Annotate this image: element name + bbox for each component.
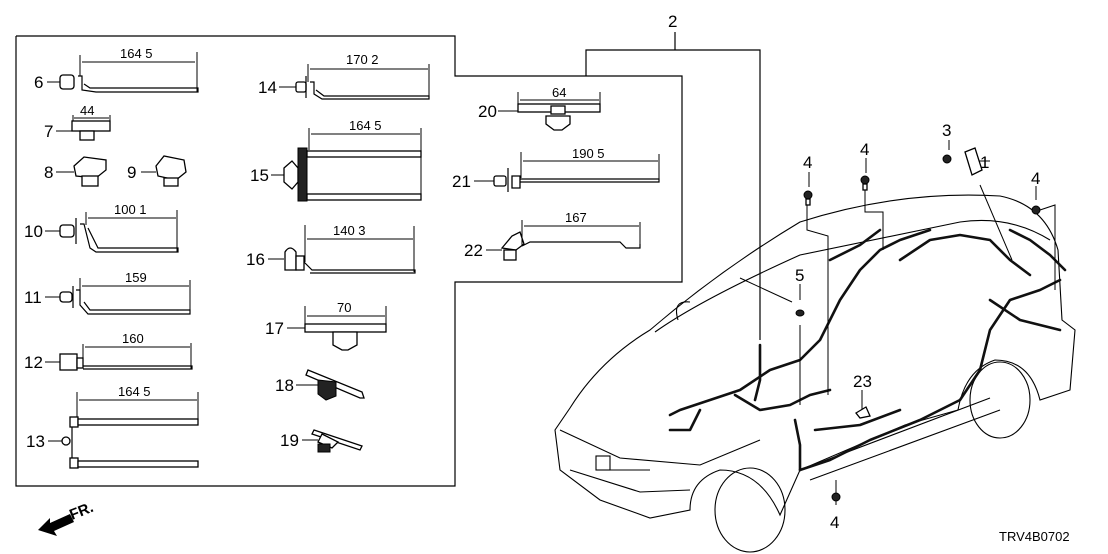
front-arrow-icon — [38, 514, 74, 536]
callout-16[interactable]: 16 — [246, 250, 265, 269]
dimension-44-part7: 44 — [80, 103, 94, 118]
parts-group-box — [15, 32, 761, 487]
wire-harness — [668, 228, 1067, 472]
callout-7[interactable]: 7 — [44, 122, 53, 141]
callout-14[interactable]: 14 — [258, 78, 277, 97]
callout-4-c[interactable]: 4 — [1031, 169, 1040, 188]
callout-4-a[interactable]: 4 — [803, 153, 812, 172]
callout-20[interactable]: 20 — [478, 102, 497, 121]
callout-4-b[interactable]: 4 — [860, 140, 869, 159]
part-22-clip[interactable]: 22 167 — [464, 210, 641, 261]
dimension-70-part17: 70 — [337, 300, 351, 315]
part-6-clip[interactable]: 6 164 5 — [34, 46, 199, 93]
callout-1[interactable]: 1 — [980, 153, 989, 172]
dimension-100-1-part10: 100 1 — [114, 202, 147, 217]
part-17-clip[interactable]: 17 70 — [265, 300, 387, 351]
callout-3[interactable]: 3 — [942, 121, 951, 140]
part-21-clip[interactable]: 21 190 5 — [452, 146, 660, 192]
dimension-164-5-part15: 164 5 — [349, 118, 382, 133]
leader-lines — [739, 140, 1056, 505]
diagram-code: TRV4B0702 — [999, 529, 1070, 544]
part-18-clip[interactable]: 18 — [275, 369, 365, 401]
callout-9[interactable]: 9 — [127, 163, 136, 182]
part-20-clip[interactable]: 20 64 — [478, 85, 601, 131]
part-9-clip[interactable]: 9 — [127, 155, 187, 187]
front-label: FR. — [67, 499, 96, 524]
dimension-140-3-part16: 140 3 — [333, 223, 366, 238]
dimension-167-part22: 167 — [565, 210, 587, 225]
callout-10[interactable]: 10 — [24, 222, 43, 241]
callout-11[interactable]: 11 — [24, 288, 42, 307]
part-16-clip[interactable]: 16 140 3 — [246, 223, 416, 274]
callout-17[interactable]: 17 — [265, 319, 284, 338]
callout-21[interactable]: 21 — [452, 172, 471, 191]
part-10-clip[interactable]: 10 100 1 — [24, 202, 179, 253]
dimension-170-2-part14: 170 2 — [346, 52, 379, 67]
part-15-double-tie[interactable]: 15 164 5 — [250, 118, 422, 202]
callout-8[interactable]: 8 — [44, 163, 53, 182]
dimension-164-5-part6: 164 5 — [120, 46, 153, 61]
dimension-160-part12: 160 — [122, 331, 144, 346]
callout-13[interactable]: 13 — [26, 432, 45, 451]
callout-12[interactable]: 12 — [24, 353, 43, 372]
callout-6[interactable]: 6 — [34, 73, 43, 92]
callout-4-d[interactable]: 4 — [830, 513, 839, 532]
callout-19[interactable]: 19 — [280, 431, 299, 450]
fasteners — [795, 147, 1041, 502]
callout-23[interactable]: 23 — [853, 372, 872, 391]
part-12-connector[interactable]: 12 160 — [24, 331, 193, 372]
dimension-164-5-part13: 164 5 — [118, 384, 151, 399]
part-8-clip[interactable]: 8 — [44, 156, 107, 187]
part-19-clip[interactable]: 19 — [280, 429, 363, 453]
callout-5[interactable]: 5 — [795, 266, 804, 285]
part-11-clip[interactable]: 11 159 — [24, 270, 191, 315]
part-13-double-tie[interactable]: 13 164 5 — [26, 384, 199, 469]
part-14-clip[interactable]: 14 170 2 — [258, 52, 430, 100]
dimension-190-5-part21: 190 5 — [572, 146, 605, 161]
dimension-159-part11: 159 — [125, 270, 147, 285]
front-direction-indicator: FR. — [38, 499, 96, 536]
callout-2[interactable]: 2 — [668, 12, 677, 31]
callout-15[interactable]: 15 — [250, 166, 269, 185]
dimension-64-part20: 64 — [552, 85, 566, 100]
callout-18[interactable]: 18 — [275, 376, 294, 395]
callout-22[interactable]: 22 — [464, 241, 483, 260]
part-7-clip[interactable]: 7 44 — [44, 103, 111, 141]
